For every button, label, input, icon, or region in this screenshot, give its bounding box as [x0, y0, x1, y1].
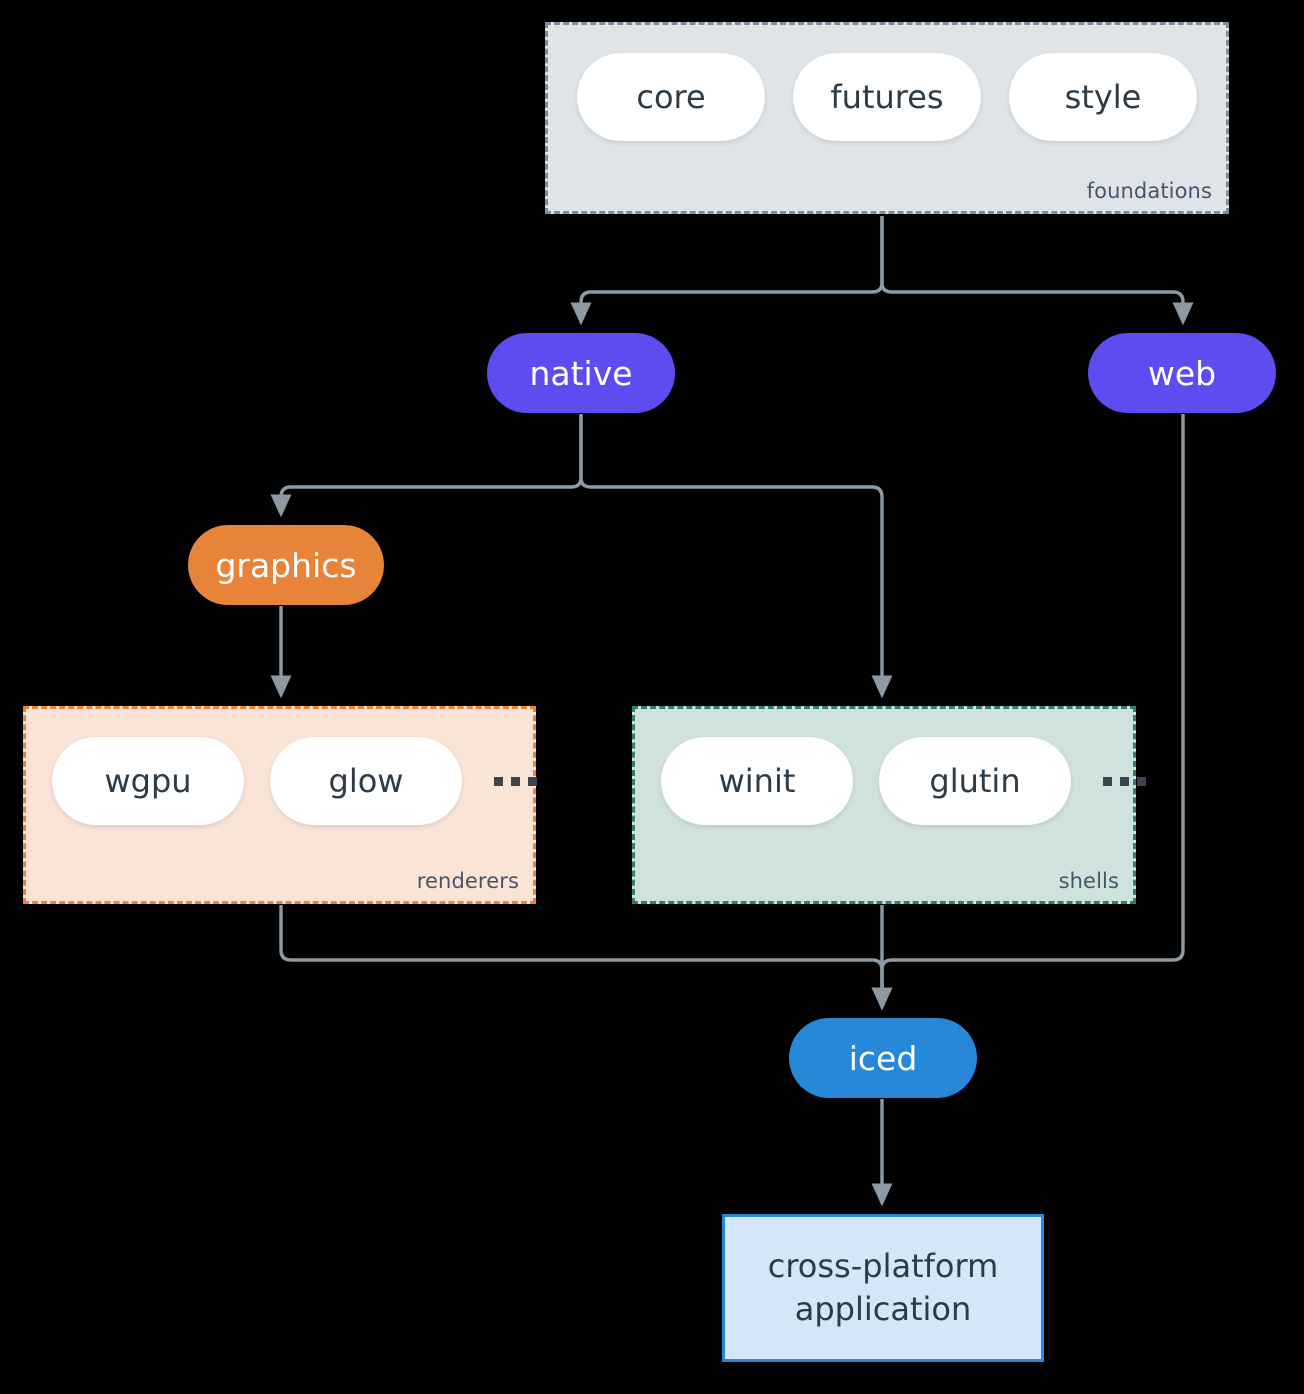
- chip-style[interactable]: style: [1009, 53, 1197, 141]
- node-graphics[interactable]: graphics: [188, 525, 384, 605]
- cluster-label-renderers: renderers: [416, 869, 519, 893]
- chip-wgpu[interactable]: wgpu: [52, 737, 244, 825]
- chip-glow[interactable]: glow: [270, 737, 462, 825]
- cluster-renderers: wgpu glow renderers: [23, 706, 537, 904]
- application-line-1: cross-platform: [767, 1246, 999, 1285]
- edge-renderers-iced: [279, 905, 893, 1011]
- shells-chip-row: winit glutin: [661, 737, 1146, 825]
- node-iced[interactable]: iced: [789, 1018, 977, 1098]
- chip-core[interactable]: core: [577, 53, 765, 141]
- cluster-label-shells: shells: [1058, 869, 1119, 893]
- foundations-chip-row: core futures style: [577, 53, 1197, 141]
- chip-glutin[interactable]: glutin: [879, 737, 1071, 825]
- edge-foundations-web: [880, 216, 1194, 326]
- cluster-shells: winit glutin shells: [632, 706, 1146, 904]
- node-cross-platform-application[interactable]: cross-platform application: [722, 1214, 1044, 1362]
- renderers-more-ellipsis-icon: [494, 776, 537, 786]
- cluster-label-foundations: foundations: [1086, 179, 1212, 203]
- edge-native-shells: [579, 414, 893, 699]
- node-web[interactable]: web: [1088, 333, 1276, 413]
- cluster-foundations: core futures style foundations: [545, 22, 1229, 214]
- application-line-2: application: [794, 1290, 972, 1328]
- chip-futures[interactable]: futures: [793, 53, 981, 141]
- node-native[interactable]: native: [487, 333, 675, 413]
- renderers-chip-row: wgpu glow: [52, 737, 537, 825]
- chip-winit[interactable]: winit: [661, 737, 853, 825]
- edge-foundations-native: [570, 216, 884, 326]
- shells-more-ellipsis-icon: [1103, 776, 1146, 786]
- edge-native-graphics: [270, 414, 583, 518]
